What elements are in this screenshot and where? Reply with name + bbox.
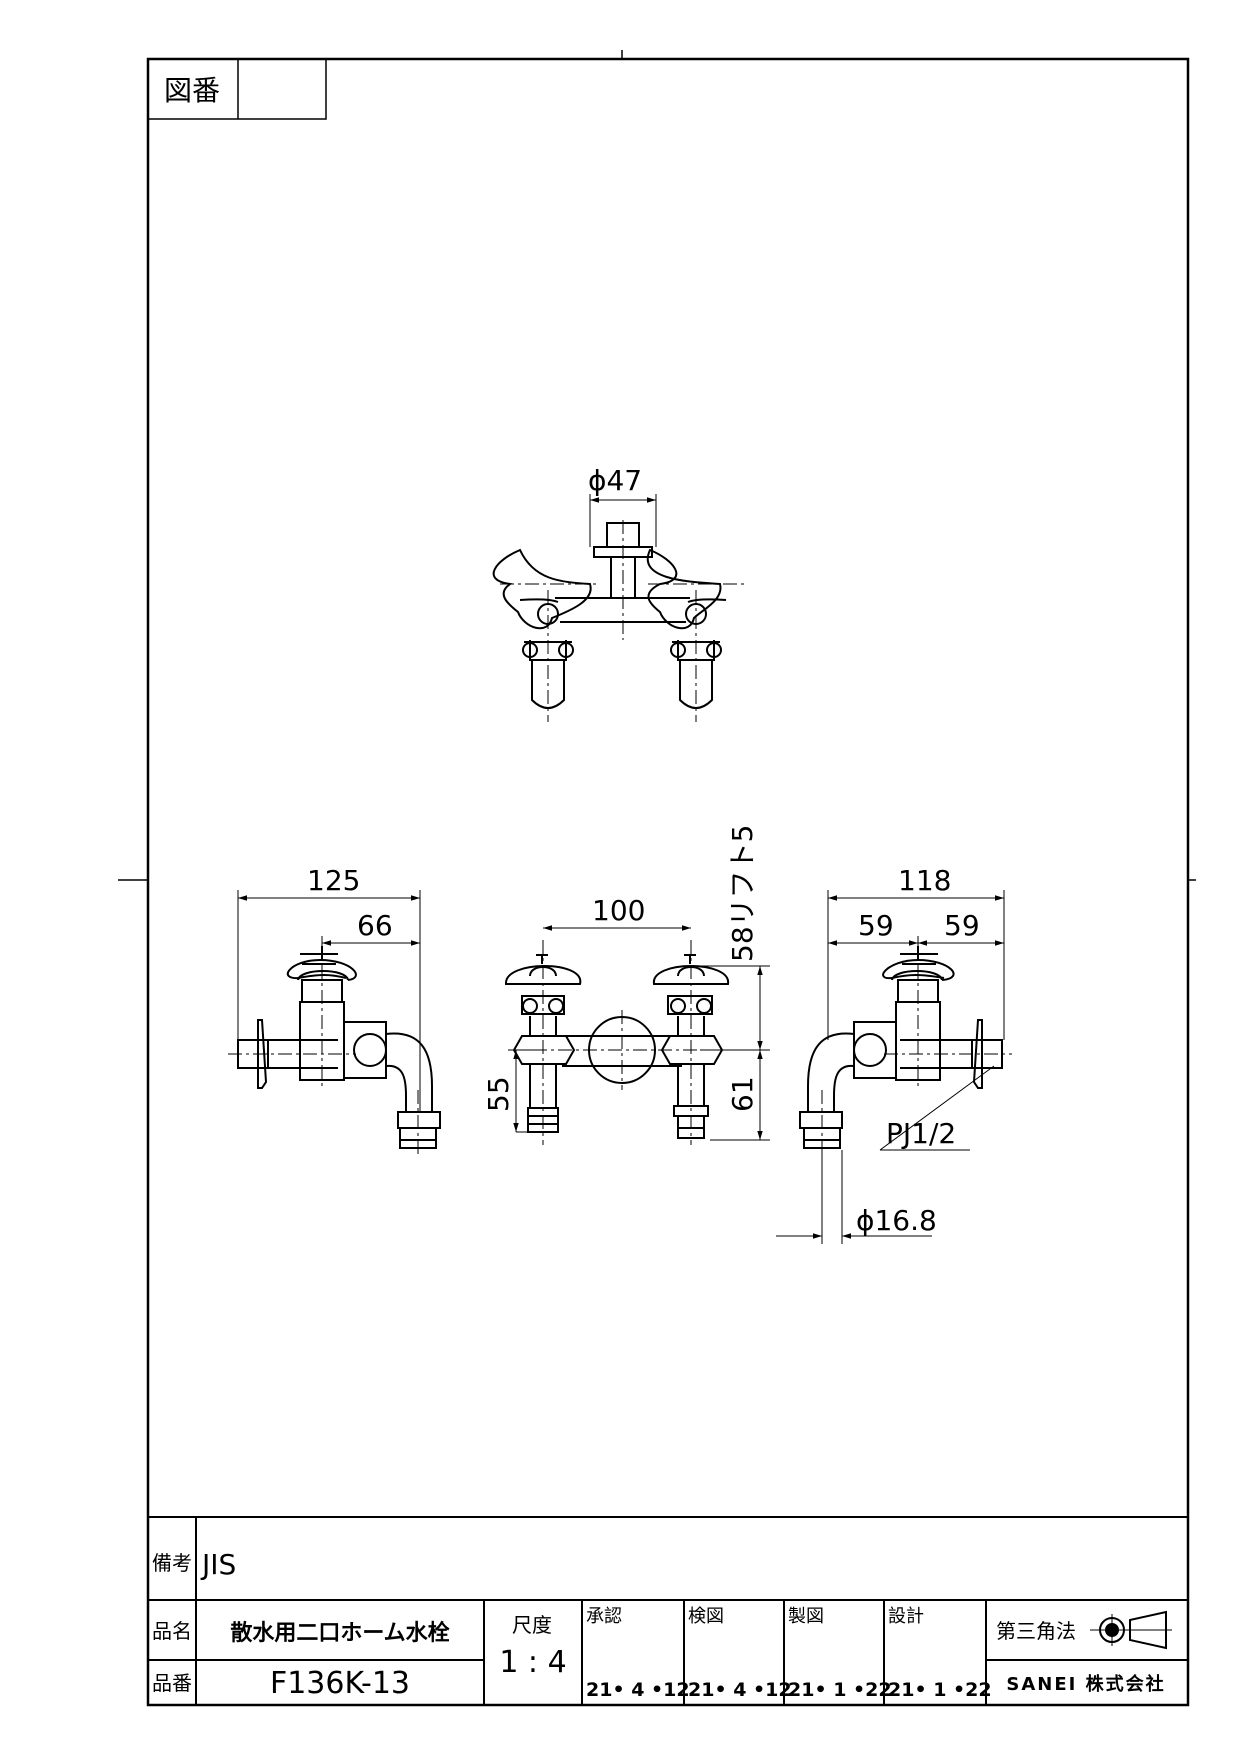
product-number-label: 品番 [152,1671,192,1695]
drawing-number-label: 図番 [164,74,220,107]
top-view [492,520,744,722]
drafting-date: 21• 1 •22 [788,1679,892,1701]
left-spout-text: 66 [357,909,393,942]
dimension-top-diameter: ϕ47 [588,464,657,547]
dimension-right [776,890,1005,1244]
right-half-a-text: 59 [858,909,894,942]
drawing-number-box: 図番 [147,58,327,120]
scale-value: 1 : 4 [499,1645,566,1680]
front-view [504,940,740,1145]
remarks-value: JIS [200,1548,236,1581]
title-block-lines [148,1516,1188,1705]
top-diameter-text: ϕ47 [588,464,642,497]
product-number: F136K-13 [270,1666,410,1701]
check-label: 検図 [688,1606,724,1627]
hose-diameter-text: ϕ16.8 [856,1204,937,1237]
left-overall-text: 125 [307,864,360,897]
product-name-label: 品名 [152,1619,192,1643]
remarks-label: 備考 [152,1551,192,1575]
design-label: 設計 [888,1606,924,1627]
right-side-view [799,940,1012,1158]
drafting-label: 製図 [788,1606,824,1627]
dimension-front [513,925,770,1141]
front-left-height-text: 55 [482,1076,515,1112]
right-half-b-text: 59 [944,909,980,942]
front-lift-text: 58リフト5 [726,825,759,962]
front-spacing-text: 100 [592,894,645,927]
design-date: 21• 1 •22 [888,1679,992,1701]
approval-label: 承認 [586,1606,622,1627]
approval-date: 21• 4 •12 [586,1679,690,1701]
third-angle-projection-icon [1090,1610,1172,1650]
company-name: SANEI 株式会社 [1006,1673,1165,1695]
check-date: 21• 4 •12 [688,1679,792,1701]
right-overall-text: 118 [898,864,951,897]
thread-text: PJ1/2 [886,1117,956,1150]
sheet-border [118,50,1196,1707]
scale-label: 尺度 [512,1613,552,1637]
front-right-height-text: 61 [726,1076,759,1112]
dimension-left-overall: 125 66 [237,864,421,1112]
product-name: 散水用二口ホーム水栓 [230,1621,449,1646]
projection-label: 第三角法 [996,1619,1076,1643]
left-side-view [228,940,441,1158]
